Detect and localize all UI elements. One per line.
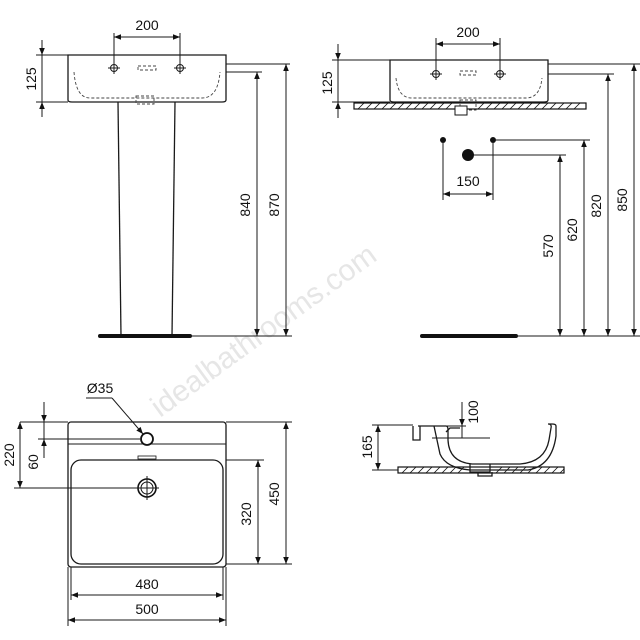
plan-view: Ø35 220 60 320 450 480 500 (1, 380, 292, 626)
plan-dim-taphole: Ø35 (87, 380, 114, 396)
front-dim-200: 200 (135, 17, 159, 33)
basin-plan-outer (67, 421, 227, 568)
wall-dim-570: 570 (540, 234, 556, 258)
plan-dim-450: 450 (266, 482, 282, 506)
front-dim-840: 840 (237, 193, 253, 217)
wall-dim-125: 125 (319, 71, 335, 95)
wall-dim-620: 620 (564, 218, 580, 242)
basin-outline (67, 54, 227, 103)
front-view: 200 125 840 870 (23, 17, 292, 338)
plan-dim-220: 220 (1, 443, 17, 467)
plan-dim-480: 480 (135, 576, 159, 592)
front-dim-125: 125 (23, 67, 39, 91)
front-dim-870: 870 (266, 193, 282, 217)
side-dim-100: 100 (465, 400, 481, 424)
wall-dim-850: 850 (614, 188, 630, 212)
plan-dim-60: 60 (25, 454, 41, 470)
basin-section (418, 423, 552, 465)
wall-dim-150: 150 (456, 173, 480, 189)
plan-dim-500: 500 (135, 601, 159, 617)
basin-plan-bowl (70, 459, 224, 565)
basin-outline-wall (389, 59, 549, 103)
wall-dim-820: 820 (588, 194, 604, 218)
wall-dim-200: 200 (456, 24, 480, 40)
side-section-view: 165 100 (359, 400, 565, 477)
watermark: idealbathrooms.com (145, 238, 383, 423)
wall-hung-view: 200 125 150 570 620 820 850 (319, 24, 640, 338)
side-dim-165: 165 (359, 435, 375, 459)
plan-dim-320: 320 (238, 502, 254, 526)
